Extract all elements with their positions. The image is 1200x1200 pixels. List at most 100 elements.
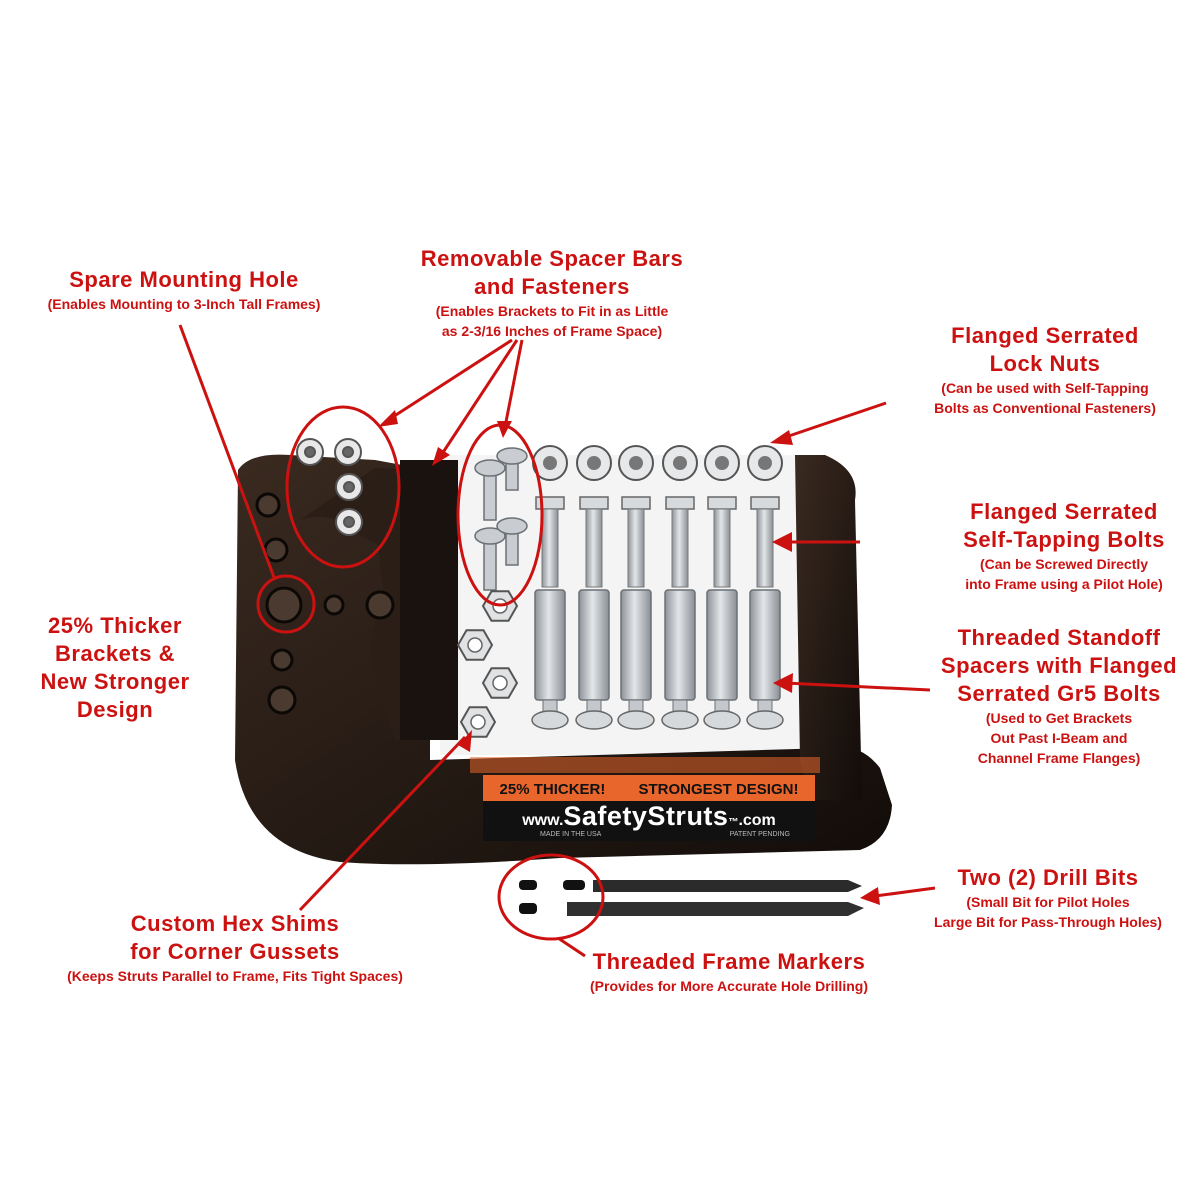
callout-circle-frame-markers [497,853,605,941]
label-title: Threaded Frame Markers [592,949,866,974]
leader-spacer-3 [503,339,524,428]
label-title: Custom Hex Shims [130,911,340,936]
label-sub: into Frame using a Pilot Hole) [965,576,1163,592]
label-spacer-bars: Removable Spacer Bars and Fasteners (Ena… [380,245,724,341]
label-sub: (Used to Get Brackets [985,710,1133,726]
bracket-hole [323,594,345,616]
label-sub: as 2-3/16 Inches of Frame Space) [441,323,663,339]
self-tapping-bolt-row [535,496,780,588]
bracket-holes [255,492,395,715]
standoff-bolt-flange [703,710,741,730]
leader-lines [178,324,936,958]
label-drill-bits: Two (2) Drill Bits (Small Bit for Pilot … [900,864,1196,932]
lock-nut-hole [543,456,557,470]
label-frame-markers: Threaded Frame Markers (Provides for Mor… [548,948,910,996]
lock-nut-hole [629,456,643,470]
nut-hole [304,446,316,458]
lock-nut-hole [587,456,601,470]
bracket-cutout [300,468,430,740]
banner-text-orange: 25% THICKER! STRONGEST DESIGN! [483,777,815,801]
bolt-head [579,496,609,510]
hex-shim-hole [492,675,508,691]
carriage-bolt-head [474,527,506,545]
hex-shim-hole [470,714,486,730]
arrowhead [432,447,450,466]
bolt-head [665,496,695,510]
lock-nut-hole [758,456,772,470]
label-title: 25% Thicker [48,613,182,638]
label-title: for Corner Gussets [130,939,340,964]
leader-spare-hole [178,324,277,581]
banner-orange-strip [483,775,815,801]
standoff-spacer [620,589,652,701]
label-sub: (Small Bit for Pilot Holes [966,894,1130,910]
standoff-bolt-flange [746,710,784,730]
callout-circle-nuts [285,405,401,569]
banner-brand: www. SafetyStruts ™ .com [483,801,815,841]
bolt-shank [713,508,731,588]
label-sub: Large Bit for Pass-Through Holes) [934,914,1162,930]
bolt-head [750,496,780,510]
bolt-head [707,496,737,510]
label-title: Spare Mounting Hole [69,267,299,292]
standoff-spacer-row [531,589,784,730]
brand-tm: ™ [728,817,739,828]
label-title: Flanged Serrated [951,323,1139,348]
standoff-spacer [706,589,738,701]
leader-hex-shims [298,735,467,912]
bolt-shank [756,508,774,588]
label-sub: (Can be used with Self-Tapping [941,380,1149,396]
label-title: and Fasteners [474,274,630,299]
banner-strongest: STRONGEST DESIGN! [638,780,799,798]
arrowhead [860,887,880,905]
lock-nut-hole [715,456,729,470]
spacer-bar-nuts [296,438,363,536]
frame-marker [563,880,585,890]
label-title: Serrated Gr5 Bolts [957,681,1161,706]
carriage-bolt-head [496,517,528,535]
label-sub: (Can be Screwed Directly [979,556,1149,572]
brand-prefix: www. [522,812,564,829]
nut-hole [342,446,354,458]
label-self-tapping-bolts: Flanged Serrated Self-Tapping Bolts (Can… [930,498,1198,594]
hex-shim-hole [467,637,483,653]
carriage-bolt-head [474,459,506,477]
label-lock-nuts: Flanged Serrated Lock Nuts (Can be used … [895,322,1195,418]
leader-lock-nuts [779,401,887,441]
bolt-shank [671,508,689,588]
label-sub: (Enables Mounting to 3-Inch Tall Frames) [47,296,321,312]
spare-mounting-hole [265,586,303,624]
banner-thicker: 25% THICKER! [499,780,606,798]
small-print-left: MADE IN THE USA [540,831,602,838]
label-title: Design [76,697,154,722]
nut-hole [343,481,355,493]
bracket-hole [270,648,294,672]
brand-suffix: .com [738,812,776,829]
standoff-spacer [534,589,566,701]
arrowhead [378,410,398,427]
arrowhead [770,430,793,445]
standoff-bolt-flange [661,710,699,730]
label-title: Removable Spacer Bars [420,246,684,271]
label-spare-mounting-hole: Spare Mounting Hole (Enables Mounting to… [0,266,368,314]
frame-marker [519,880,537,890]
banner-top-strip [470,757,820,773]
label-sub: (Enables Brackets to Fit in as Little [435,303,669,319]
drill-bit-large [567,902,864,916]
label-hex-shims: Custom Hex Shims for Corner Gussets (Kee… [15,910,455,986]
label-thicker-brackets: 25% Thicker Brackets & New Stronger Desi… [20,612,210,724]
label-sub: (Keeps Struts Parallel to Frame, Fits Ti… [67,968,403,984]
banner-black-strip [483,801,815,841]
carriage-bolt-shank [483,469,497,521]
small-print-right: PATENT PENDING [729,831,790,838]
bracket-hole [263,537,289,563]
label-title: Two (2) Drill Bits [957,865,1139,890]
label-sub: Bolts as Conventional Fasteners) [934,400,1156,416]
nut-hole [343,516,355,528]
drill-bit-small [593,880,862,892]
label-sub: Channel Frame Flanges) [977,750,1141,766]
standoff-bolt-flange [617,710,655,730]
bolt-shank [585,508,603,588]
bolt-head [621,496,651,510]
